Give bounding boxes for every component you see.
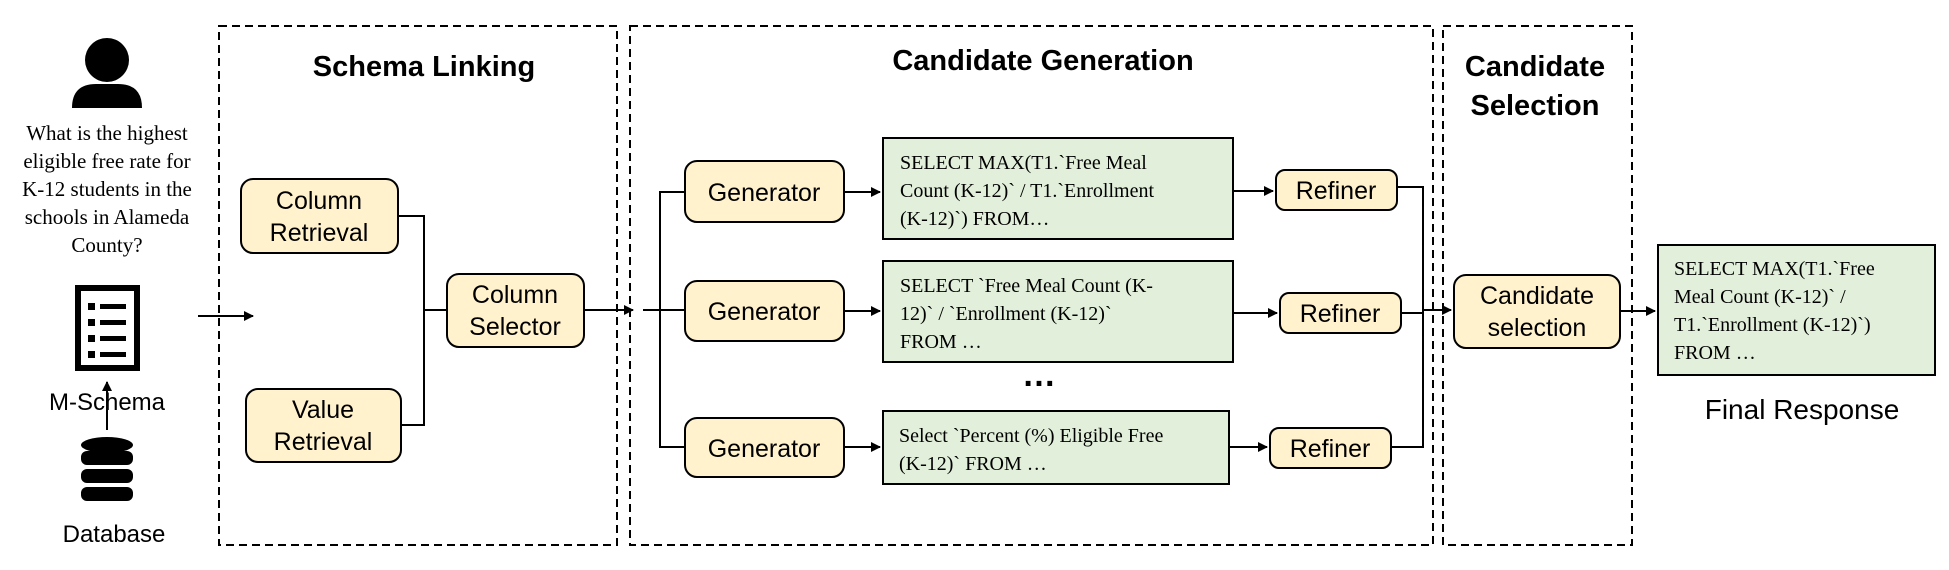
sql-candidate-box: SELECT MAX(T1.`Free Meal Count (K-12)` /… — [882, 137, 1234, 240]
question-line: County? — [71, 233, 142, 257]
candidate-selection-label: selection — [1488, 314, 1587, 342]
value-retrieval-label: Retrieval — [274, 428, 373, 456]
refiner-box: Refiner — [1269, 427, 1392, 469]
final-sql-line: Meal Count (K-12)` / — [1674, 286, 1846, 308]
fanin-connector — [1391, 186, 1452, 448]
sql-line: Count (K-12)` / T1.`Enrollment — [900, 180, 1154, 202]
final-sql-line: FROM … — [1674, 342, 1756, 364]
generator-box: Generator — [684, 160, 845, 223]
schema-linking-frame — [218, 25, 618, 546]
final-sql-box: SELECT MAX(T1.`Free Meal Count (K-12)` /… — [1657, 244, 1936, 376]
sql-line: (K-12)`) FROM… — [900, 208, 1049, 230]
mschema-label: M-Schema — [49, 389, 166, 416]
refiner-label: Refiner — [1296, 177, 1377, 205]
final-sql-line: SELECT MAX(T1.`Free — [1674, 258, 1875, 280]
column-retrieval-box: Column Retrieval — [240, 178, 399, 254]
sql-line: (K-12)` FROM … — [899, 453, 1047, 475]
sql-line: 12)` / `Enrollment (K-12)` — [900, 303, 1112, 325]
refiner-label: Refiner — [1300, 300, 1381, 328]
question-line: schools in Alameda — [25, 205, 190, 229]
generator-box: Generator — [684, 280, 845, 342]
candidate-selection-label: Candidate — [1480, 282, 1594, 310]
sql-line: FROM … — [900, 331, 982, 353]
user-icon — [72, 38, 142, 108]
question-line: K-12 students in the — [22, 177, 192, 201]
column-selector-label: Column — [472, 281, 558, 309]
sql-line: Select `Percent (%) Eligible Free — [899, 425, 1163, 447]
refiner-label: Refiner — [1290, 435, 1371, 463]
sql-candidate-box: SELECT `Free Meal Count (K- 12)` / `Enro… — [882, 260, 1234, 363]
column-selector-box: Column Selector — [446, 273, 585, 348]
candidate-generation-title: Candidate Generation — [892, 45, 1193, 77]
sql-line: SELECT `Free Meal Count (K- — [900, 275, 1153, 297]
value-retrieval-box: Value Retrieval — [245, 388, 402, 463]
candidate-selection-frame — [1442, 25, 1633, 546]
retrieval-merge-connector — [398, 215, 447, 426]
column-retrieval-label: Column — [276, 187, 362, 215]
question-text: What is the highest eligible free rate f… — [22, 121, 192, 257]
sql-line: SELECT MAX(T1.`Free Meal — [900, 152, 1147, 174]
more-candidates-ellipsis: … — [1022, 356, 1056, 394]
column-retrieval-label: Retrieval — [270, 219, 369, 247]
schema-linking-title: Schema Linking — [313, 51, 535, 83]
generator-label: Generator — [708, 435, 821, 463]
question-line: What is the highest — [26, 121, 188, 145]
generator-label: Generator — [708, 298, 821, 326]
generator-box: Generator — [684, 417, 845, 478]
candidate-generation-frame — [629, 25, 1434, 546]
candidate-selection-title-line: Candidate — [1465, 51, 1605, 83]
generator-label: Generator — [708, 179, 821, 207]
fanout-connector — [584, 191, 685, 448]
question-line: eligible free rate for — [23, 149, 190, 173]
final-response-label: Final Response — [1705, 394, 1900, 425]
candidate-selection-box: Candidate selection — [1453, 274, 1621, 349]
database-label: Database — [63, 521, 166, 548]
refiner-box: Refiner — [1275, 169, 1398, 211]
column-selector-label: Selector — [469, 313, 561, 341]
candidate-selection-title-line: Selection — [1471, 90, 1600, 122]
value-retrieval-label: Value — [292, 396, 354, 424]
sql-candidate-box: Select `Percent (%) Eligible Free (K-12)… — [882, 410, 1230, 485]
document-list-icon — [75, 285, 140, 371]
refiner-box: Refiner — [1279, 292, 1402, 334]
database-icon — [81, 437, 133, 501]
final-sql-line: T1.`Enrollment (K-12)`) — [1674, 314, 1871, 336]
